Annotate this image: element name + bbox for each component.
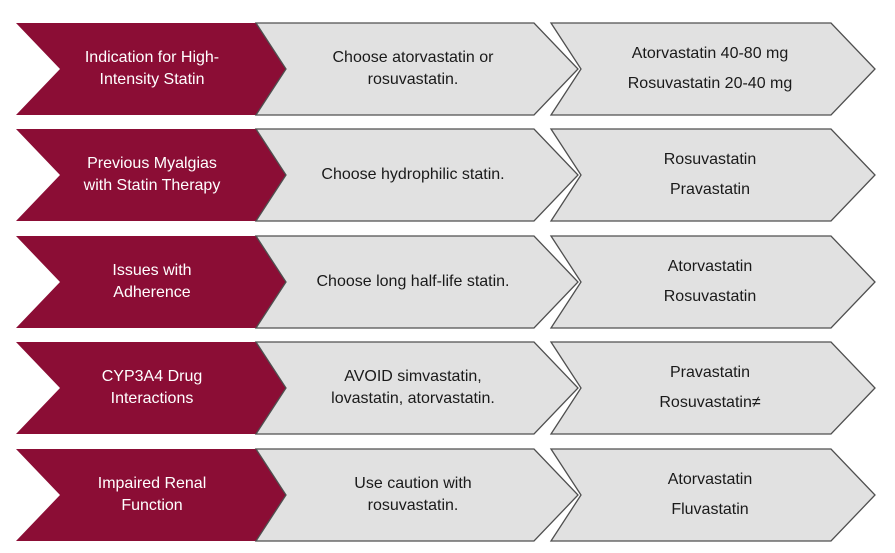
recommendation-arrow: Choose atorvastatin or rosuvastatin. bbox=[254, 22, 579, 116]
statin-options-chevron-shape bbox=[549, 341, 876, 435]
recommendation-line: lovastatin, atorvastatin. bbox=[331, 390, 495, 407]
condition-chevron-shape bbox=[16, 342, 300, 434]
statin-options-chevron-shape bbox=[549, 235, 876, 329]
statin-options-line: Atorvastatin bbox=[667, 471, 753, 488]
statin-options-line: Fluvastatin bbox=[671, 501, 749, 518]
recommendation-chevron-shape bbox=[254, 448, 579, 542]
recommendation-text: Choose atorvastatin or rosuvastatin. bbox=[284, 23, 542, 115]
condition-line: Intensity Statin bbox=[99, 71, 205, 88]
recommendation-text: Choose hydrophilic statin. bbox=[284, 129, 542, 221]
recommendation-arrow-shape bbox=[254, 235, 579, 329]
condition-arrow-shape bbox=[16, 236, 300, 328]
condition-arrow: Indication for High- Intensity Statin bbox=[16, 23, 300, 115]
statin-options-line: Rosuvastatin 20-40 mg bbox=[627, 75, 793, 92]
diagram-row: Indication for High- Intensity Statin Choo… bbox=[0, 22, 895, 116]
condition-line: Issues with bbox=[112, 262, 192, 279]
condition-text: Previous Myalgias with Statin Therapy bbox=[46, 129, 258, 221]
condition-chevron-shape bbox=[16, 449, 300, 541]
recommendation-chevron-shape bbox=[254, 128, 579, 222]
recommendation-text: Use caution with rosuvastatin. bbox=[284, 449, 542, 541]
recommendation-arrow: Choose hydrophilic statin. bbox=[254, 128, 579, 222]
recommendation-arrow-shape bbox=[254, 22, 579, 116]
recommendation-arrow-shape bbox=[254, 341, 579, 435]
recommendation-chevron-shape bbox=[254, 235, 579, 329]
recommendation-line: rosuvastatin. bbox=[367, 497, 459, 514]
condition-chevron-shape bbox=[16, 236, 300, 328]
diagram-row: Previous Myalgias with Statin Therapy Choo… bbox=[0, 128, 895, 222]
statin-options-line: Pravastatin bbox=[669, 364, 751, 381]
recommendation-line: Use caution with bbox=[354, 475, 472, 492]
statin-options-arrow-shape bbox=[549, 22, 876, 116]
condition-line: Adherence bbox=[113, 284, 191, 301]
statin-options-line: Rosuvastatin bbox=[663, 151, 757, 168]
condition-line: with Statin Therapy bbox=[83, 177, 221, 194]
statin-options-line: Rosuvastatin bbox=[663, 288, 757, 305]
condition-line: Impaired Renal bbox=[97, 475, 207, 492]
statin-options-line: Atorvastatin bbox=[667, 258, 753, 275]
condition-text: Indication for High- Intensity Statin bbox=[46, 23, 258, 115]
recommendation-text: AVOID simvastatin, lovastatin, atorvastat… bbox=[284, 342, 542, 434]
recommendation-line: AVOID simvastatin, bbox=[344, 368, 482, 385]
recommendation-line: Choose atorvastatin or bbox=[332, 49, 494, 66]
statin-options-line: Atorvastatin 40-80 mg bbox=[631, 45, 789, 62]
condition-arrow-shape bbox=[16, 23, 300, 115]
statin-options-line: Rosuvastatin≠ bbox=[659, 394, 761, 411]
condition-arrow-shape bbox=[16, 449, 300, 541]
recommendation-line: Choose long half-life statin. bbox=[316, 273, 510, 290]
recommendation-text: Choose long half-life statin. bbox=[284, 236, 542, 328]
statin-options-arrow-shape bbox=[549, 341, 876, 435]
statin-options-text: Atorvastatin 40-80 mg Rosuvastatin 20-40 … bbox=[579, 23, 841, 115]
statin-options-arrow: Atorvastatin 40-80 mg Rosuvastatin 20-40 … bbox=[549, 22, 876, 116]
condition-line: Indication for High- bbox=[84, 49, 220, 66]
condition-chevron-shape bbox=[16, 129, 300, 221]
recommendation-line: Choose hydrophilic statin. bbox=[321, 166, 505, 183]
statin-options-line: Pravastatin bbox=[669, 181, 751, 198]
condition-arrow-shape bbox=[16, 342, 300, 434]
condition-chevron-shape bbox=[16, 23, 300, 115]
statin-options-chevron-shape bbox=[549, 22, 876, 116]
recommendation-arrow-shape bbox=[254, 128, 579, 222]
statin-options-arrow-shape bbox=[549, 128, 876, 222]
recommendation-arrow-shape bbox=[254, 448, 579, 542]
condition-arrow-shape bbox=[16, 129, 300, 221]
statin-options-chevron-shape bbox=[549, 448, 876, 542]
condition-line: Interactions bbox=[110, 390, 194, 407]
recommendation-chevron-shape bbox=[254, 22, 579, 116]
recommendation-arrow: AVOID simvastatin, lovastatin, atorvastat… bbox=[254, 341, 579, 435]
condition-line: Previous Myalgias bbox=[87, 155, 217, 172]
condition-line: Function bbox=[121, 497, 183, 514]
statin-options-chevron-shape bbox=[549, 128, 876, 222]
recommendation-line: rosuvastatin. bbox=[367, 71, 459, 88]
recommendation-chevron-shape bbox=[254, 341, 579, 435]
statin-options-arrow-shape bbox=[549, 235, 876, 329]
condition-line: CYP3A4 Drug bbox=[101, 368, 203, 385]
statin-options-arrow-shape bbox=[549, 448, 876, 542]
recommendation-arrow: Use caution with rosuvastatin. bbox=[254, 448, 579, 542]
condition-arrow: Previous Myalgias with Statin Therapy bbox=[16, 129, 300, 221]
recommendation-arrow: Choose long half-life statin. bbox=[254, 235, 579, 329]
